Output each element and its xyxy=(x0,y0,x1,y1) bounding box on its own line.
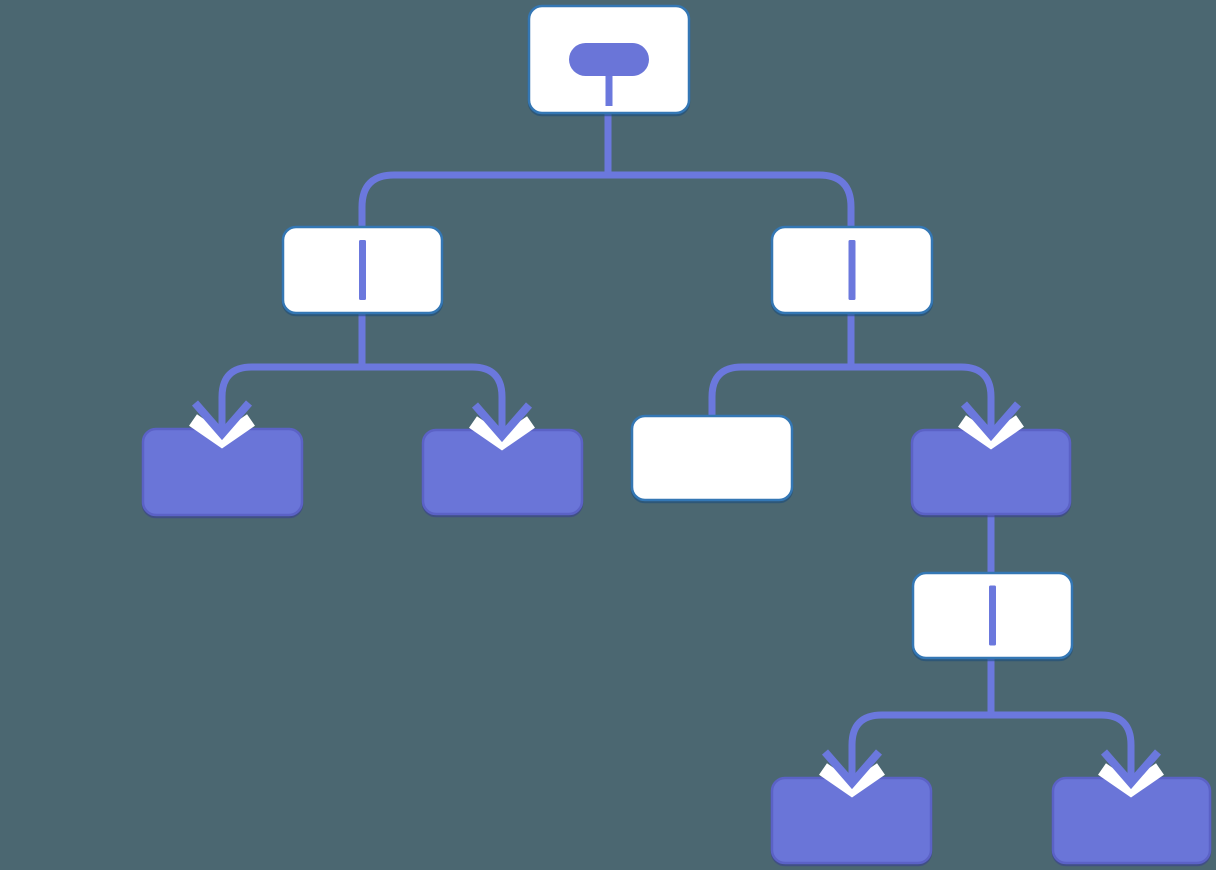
pill-shape xyxy=(569,43,649,76)
chevron-purple-arrow xyxy=(471,402,533,443)
chevron-down-icon-leaf-1[interactable] xyxy=(189,397,255,449)
node-layer xyxy=(141,4,1212,865)
edge-left-pitchfork xyxy=(218,363,506,427)
chevron-down-icon-leaf-6[interactable] xyxy=(1098,746,1164,798)
branch-divider-icon xyxy=(359,240,366,300)
edge-root-fork xyxy=(358,171,855,228)
edge-bottom-pitchfork xyxy=(848,711,1135,774)
pill-stem-line xyxy=(605,61,613,106)
leaf-node-3-empty[interactable] xyxy=(630,414,794,502)
chevron-down-icon-leaf-2[interactable] xyxy=(469,399,535,451)
branch-divider-icon xyxy=(848,240,856,300)
chevron-down-icon-leaf-5[interactable] xyxy=(819,746,885,798)
icon-layer xyxy=(189,43,1164,798)
chevron-purple-arrow xyxy=(821,749,883,790)
branch-divider-icon xyxy=(989,585,996,646)
chevron-purple-arrow xyxy=(1100,749,1162,790)
chevron-down-icon-leaf-4[interactable] xyxy=(958,398,1024,450)
edge-right-pitchfork xyxy=(708,363,995,427)
chevron-purple-arrow xyxy=(191,400,253,441)
chevron-purple-arrow xyxy=(960,401,1022,442)
root-topic-pill-icon xyxy=(569,43,649,106)
connector-layer xyxy=(218,113,1135,774)
